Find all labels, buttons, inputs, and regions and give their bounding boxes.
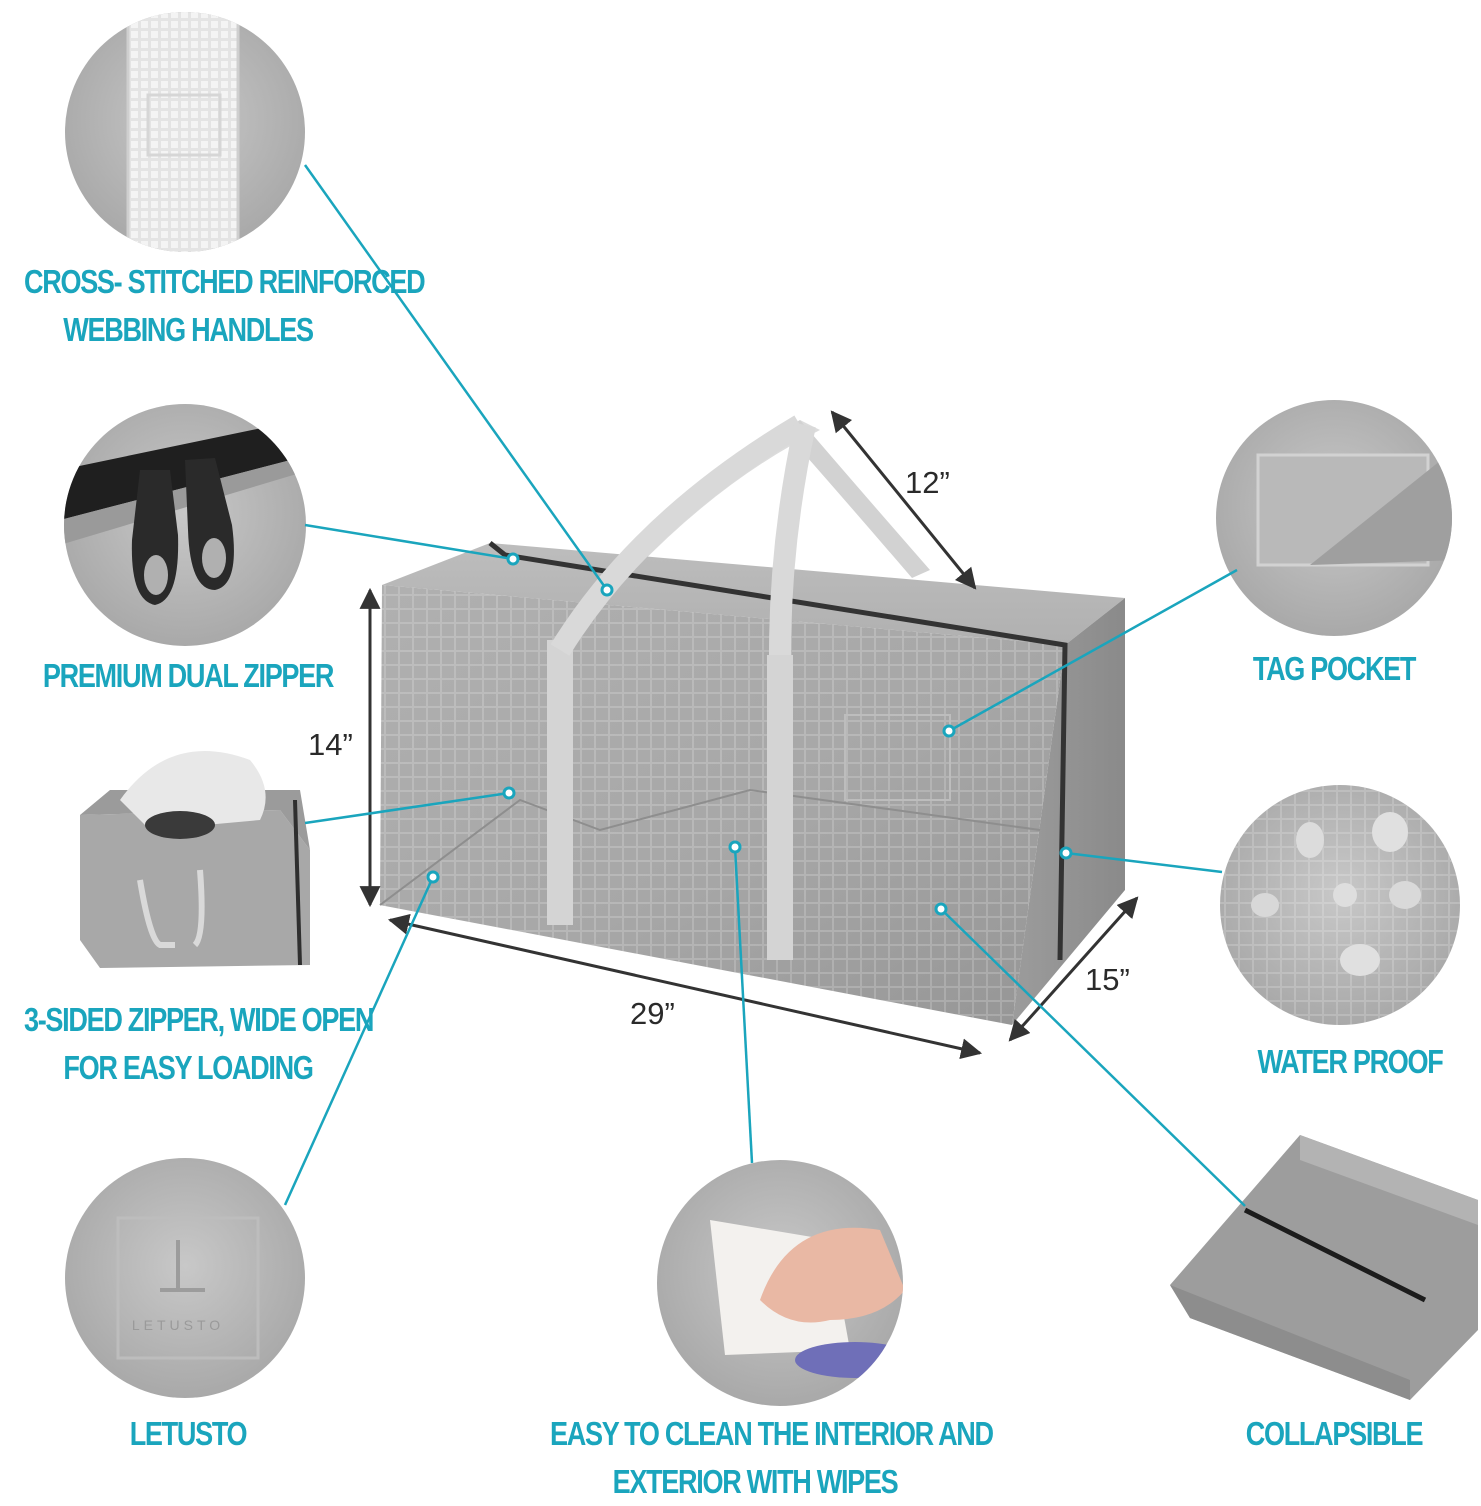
zipper-label-text: PREMIUM DUAL ZIPPER xyxy=(42,657,335,694)
folded-bag-illustration xyxy=(1170,1135,1478,1400)
water-proof-detail-circle xyxy=(1220,785,1460,1025)
callout-dots xyxy=(426,552,1073,916)
clean-label-line-1: EASY TO CLEAN THE INTERIOR AND xyxy=(550,1415,994,1452)
water-drop-icon xyxy=(1251,812,1421,976)
callout-lines xyxy=(283,164,1246,1207)
water-proof-label-text: WATER PROOF xyxy=(1257,1043,1443,1080)
zipper-detail-circle xyxy=(64,404,306,646)
zipper-pull-icon xyxy=(131,458,234,605)
handles-label: CROSS- STITCHED REINFORCED WEBBING HANDL… xyxy=(24,258,426,354)
tag-pocket-detail-circle xyxy=(1216,400,1452,636)
dimension-length: 29” xyxy=(630,996,675,1031)
dimension-arrows xyxy=(359,410,1139,1060)
letusto-label-text: LETUSTO xyxy=(129,1415,248,1452)
collapsible-label: COLLAPSIBLE xyxy=(1211,1410,1457,1458)
handles-label-line-1: CROSS- STITCHED REINFORCED xyxy=(24,263,426,300)
collapsible-label-text: COLLAPSIBLE xyxy=(1245,1415,1424,1452)
dimension-width: 15” xyxy=(1085,962,1130,997)
open-bag-illustration xyxy=(80,751,310,968)
logo-detail-circle: LETUSTO xyxy=(65,1158,305,1398)
zipper-label: PREMIUM DUAL ZIPPER xyxy=(24,652,352,700)
three-sided-label-line-2: FOR EASY LOADING xyxy=(63,1049,313,1086)
tag-pocket-label-text: TAG POCKET xyxy=(1252,650,1417,687)
clean-detail-circle xyxy=(657,1160,903,1406)
handles-detail-circle xyxy=(65,12,305,252)
dimension-depth: 12” xyxy=(905,465,950,500)
three-sided-zipper-label: 3-SIDED ZIPPER, WIDE OPEN FOR EASY LOADI… xyxy=(24,996,374,1092)
three-sided-label-line-1: 3-SIDED ZIPPER, WIDE OPEN xyxy=(24,1001,374,1038)
dimension-height: 14” xyxy=(308,727,353,762)
water-proof-label: WATER PROOF xyxy=(1227,1038,1473,1086)
svg-text:LETUSTO: LETUSTO xyxy=(132,1317,224,1333)
clean-label: EASY TO CLEAN THE INTERIOR AND EXTERIOR … xyxy=(550,1410,994,1506)
handles-label-line-2: WEBBING HANDLES xyxy=(63,311,314,348)
tag-pocket-label: TAG POCKET xyxy=(1211,645,1457,693)
letusto-label: LETUSTO xyxy=(24,1410,352,1458)
main-bag-illustration xyxy=(379,415,1125,1025)
clean-label-line-2: EXTERIOR WITH WIPES xyxy=(612,1463,899,1500)
